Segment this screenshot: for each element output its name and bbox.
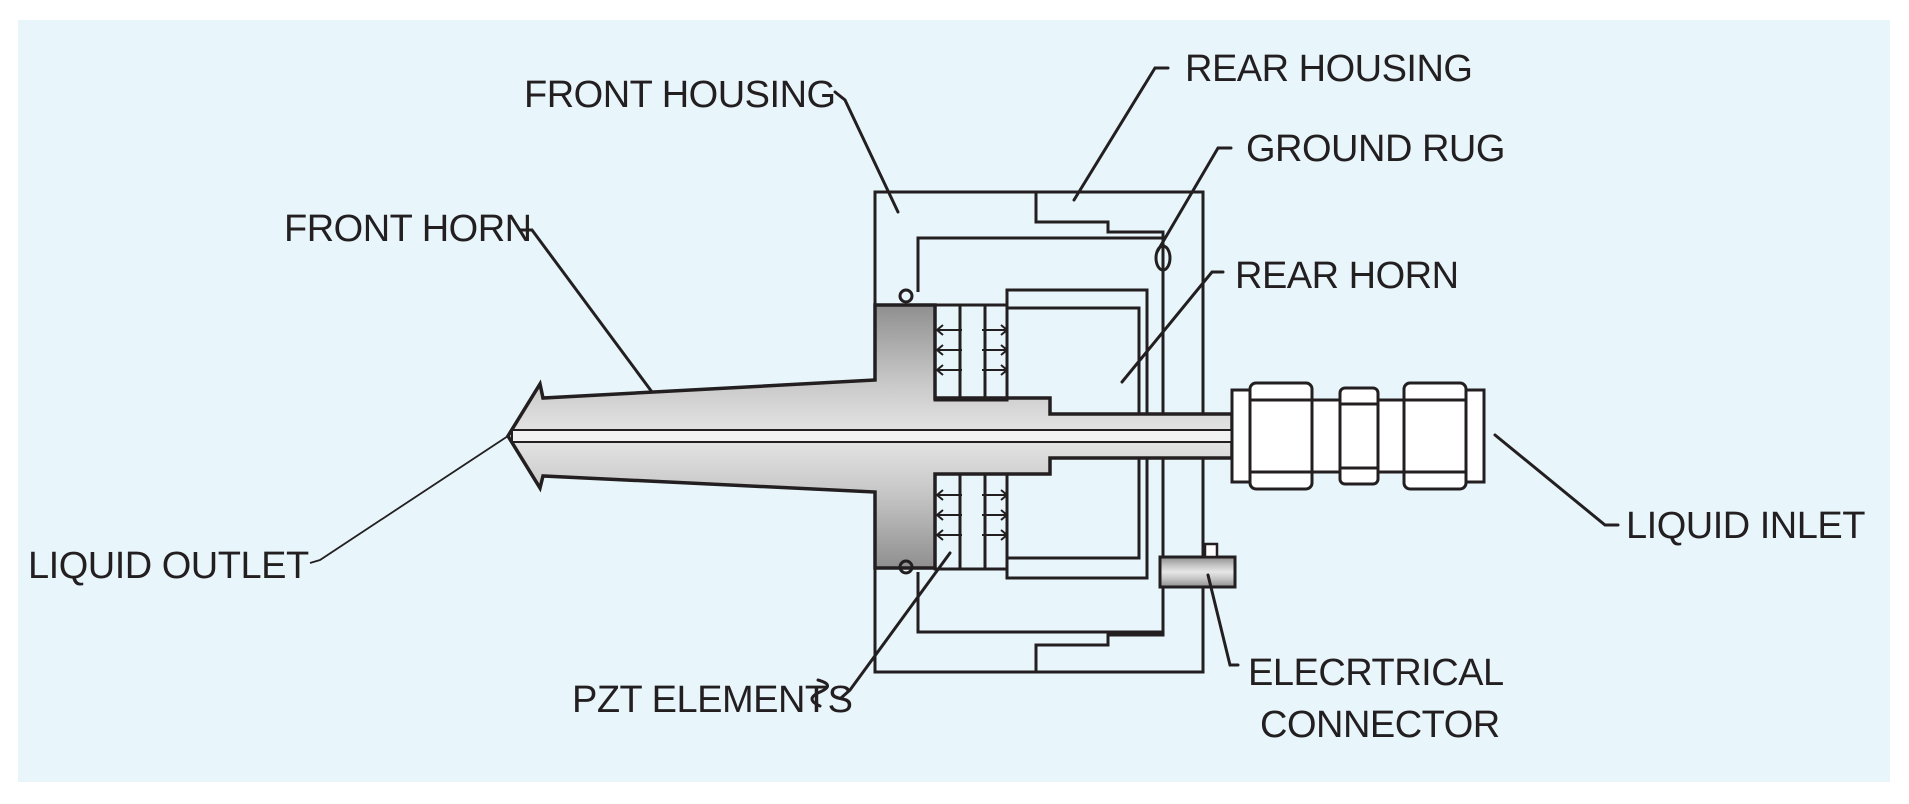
electrical-connector <box>1158 542 1237 589</box>
label-electrical-connector-line2: CONNECTOR <box>1260 704 1500 746</box>
label-liquid-inlet: LIQUID INLET <box>1626 505 1865 547</box>
label-rear-horn: REAR HORN <box>1235 255 1459 297</box>
pzt-elements-top <box>933 303 1009 402</box>
liquid-inlet-fitting <box>1230 381 1486 491</box>
label-front-horn: FRONT HORN <box>284 208 532 250</box>
label-rear-housing: REAR HOUSING <box>1185 48 1472 90</box>
label-electrical-connector-line1: ELECRTRICAL <box>1248 652 1504 694</box>
o-ring-bottom <box>898 559 914 575</box>
label-front-housing: FRONT HOUSING <box>524 74 836 116</box>
leader-lines <box>309 66 1620 708</box>
label-liquid-outlet: LIQUID OUTLET <box>28 545 309 587</box>
pzt-elements-bottom <box>933 472 1009 571</box>
label-pzt-elements: PZT ELEMENTS <box>572 679 852 721</box>
o-ring-top <box>898 288 914 304</box>
liquid-channel <box>511 429 1233 443</box>
label-ground-rug: GROUND RUG <box>1246 128 1505 170</box>
